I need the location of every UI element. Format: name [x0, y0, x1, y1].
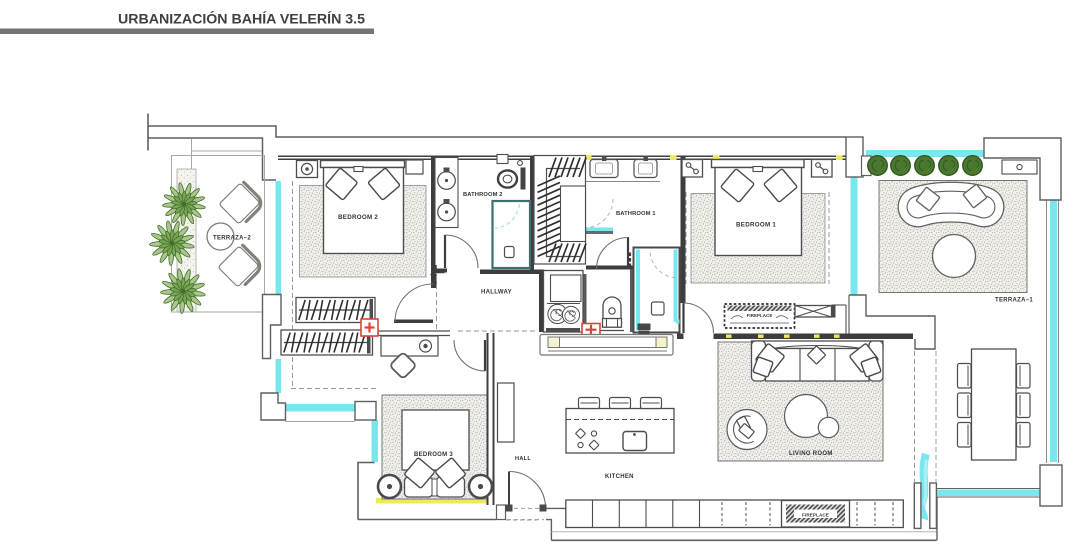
svg-text:BATHROOM 1: BATHROOM 1	[616, 211, 656, 217]
svg-text:FIREPLACE: FIREPLACE	[747, 313, 773, 318]
svg-text:BEDROOM 3: BEDROOM 3	[414, 452, 453, 458]
svg-text:BATHROOM 2: BATHROOM 2	[463, 192, 503, 198]
svg-text:LIVING ROOM: LIVING ROOM	[789, 451, 833, 457]
svg-text:FIREPLACE: FIREPLACE	[802, 513, 829, 518]
svg-text:TERRAZA–1: TERRAZA–1	[995, 298, 1033, 304]
svg-text:TERRAZA–2: TERRAZA–2	[213, 236, 251, 242]
svg-text:HALLWAY: HALLWAY	[481, 290, 512, 296]
svg-text:BEDROOM 1: BEDROOM 1	[736, 222, 776, 229]
svg-text:URBANIZACIÓN BAHÍA VELERÍN 3.5: URBANIZACIÓN BAHÍA VELERÍN 3.5	[118, 10, 365, 28]
svg-text:KITCHEN: KITCHEN	[605, 474, 634, 480]
svg-text:BEDROOM 2: BEDROOM 2	[338, 214, 378, 221]
svg-text:HALL: HALL	[515, 456, 531, 462]
